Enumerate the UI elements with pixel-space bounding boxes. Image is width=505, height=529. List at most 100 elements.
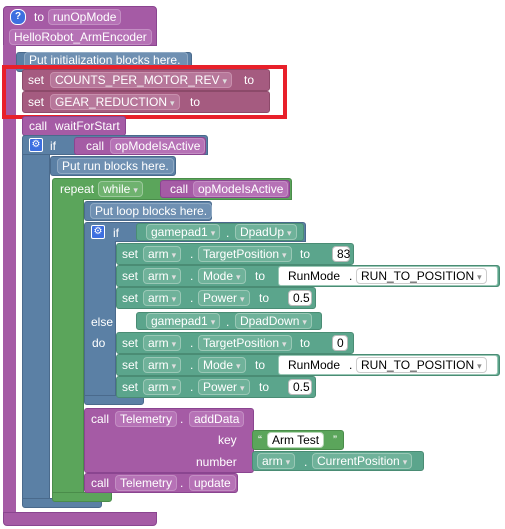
dot-separator: .: [190, 336, 194, 350]
if-dpad-bottom: [84, 395, 144, 405]
target-position-dropdown[interactable]: TargetPosition▾: [198, 335, 292, 351]
to-keyword: to: [259, 291, 270, 305]
set-keyword: set: [122, 247, 139, 261]
to-keyword: to: [259, 380, 270, 394]
telemetry-call-keyword: call: [91, 412, 110, 426]
dpad-up-button[interactable]: DpadUp▾: [235, 224, 297, 240]
dot-separator: .: [226, 315, 230, 329]
quote-open: “: [258, 433, 262, 447]
gear-icon[interactable]: ⚙: [91, 225, 105, 239]
up-power-value[interactable]: 0.5: [288, 290, 312, 306]
dpad-down-gamepad-label: gamepad1: [151, 314, 208, 328]
telemetry-update-object[interactable]: Telemetry: [115, 475, 178, 491]
dot-separator: .: [226, 226, 230, 240]
power-dropdown[interactable]: Power▾: [198, 290, 250, 306]
set-gear-variable-label: GEAR_REDUCTION: [55, 95, 168, 109]
repeat-call-keyword: call: [170, 182, 189, 196]
comment-run-text[interactable]: Put run blocks here.: [57, 158, 174, 174]
procedure-name-field[interactable]: runOpMode: [48, 9, 122, 25]
gear-icon[interactable]: ⚙: [29, 138, 43, 152]
set-keyword: set: [122, 291, 139, 305]
if-active-func[interactable]: opModeIsActive: [110, 138, 206, 154]
target-position-label: TargetPosition: [203, 336, 280, 350]
telemetry-object[interactable]: Telemetry: [115, 411, 178, 427]
dropdown-arrow-icon: ▾: [240, 294, 245, 304]
mode-dropdown[interactable]: Mode▾: [198, 357, 246, 373]
comment-init-text[interactable]: Put initialization blocks here.: [24, 52, 188, 68]
dropdown-arrow-icon: ▾: [171, 361, 177, 371]
arm-dropdown[interactable]: arm▾: [143, 268, 182, 284]
comment-loop-text[interactable]: Put loop blocks here.: [90, 203, 213, 219]
repeat-mode-label: while: [103, 182, 131, 196]
to-keyword: to: [300, 336, 311, 350]
dpad-down-button[interactable]: DpadDown▾: [235, 313, 312, 329]
telemetry-update[interactable]: update: [189, 475, 236, 491]
set-gear-to: to: [190, 95, 201, 109]
arm-dropdown[interactable]: arm▾: [143, 290, 182, 306]
dropdown-arrow-icon: ▾: [171, 272, 177, 282]
run-mode-label: RunMode: [288, 269, 341, 283]
power-dropdown[interactable]: Power▾: [198, 379, 250, 395]
mode-label: Mode: [203, 269, 234, 283]
telemetry-key-label: key: [218, 433, 237, 447]
dot-separator: .: [180, 412, 184, 426]
down-power-value[interactable]: 0.5: [288, 379, 312, 395]
to-keyword: to: [300, 247, 311, 261]
arm-dropdown[interactable]: arm▾: [257, 453, 296, 469]
set-gear-keyword: set: [28, 95, 45, 109]
down-target-value[interactable]: 0: [332, 335, 348, 351]
procedure-to-label: to: [34, 10, 45, 24]
run-to-position-dropdown[interactable]: RUN_TO_POSITION▾: [356, 357, 487, 373]
elseif-do: do: [92, 336, 106, 350]
dropdown-arrow-icon: ▾: [477, 361, 482, 371]
set-gear-variable[interactable]: GEAR_REDUCTION▾: [50, 94, 180, 110]
telemetry-add-data[interactable]: addData: [189, 411, 245, 427]
run-mode-label: RunMode: [288, 358, 341, 372]
arm-dropdown[interactable]: arm▾: [143, 379, 182, 395]
mode-dropdown[interactable]: Mode▾: [198, 268, 246, 284]
call-wait-keyword: call: [29, 119, 48, 133]
dot-separator: .: [190, 247, 194, 261]
telemetry-key-value[interactable]: Arm Test: [267, 432, 325, 448]
help-icon[interactable]: ?: [10, 9, 26, 25]
dropdown-arrow-icon: ▾: [170, 98, 175, 108]
repeat-func[interactable]: opModeIsActive: [193, 181, 289, 197]
set-counts-variable-label: COUNTS_PER_MOTOR_REV: [55, 73, 220, 87]
up-target-value[interactable]: 83: [332, 246, 350, 262]
dot-separator: .: [349, 358, 353, 372]
dropdown-arrow-icon: ▾: [236, 361, 241, 371]
telemetry-add-data-body: [84, 427, 254, 473]
arm-dropdown[interactable]: arm▾: [143, 335, 182, 351]
repeat-mode-dropdown[interactable]: while▾: [98, 181, 143, 197]
arm-label: arm: [148, 247, 169, 261]
if-active-spine: [22, 155, 50, 501]
dpad-down-gamepad[interactable]: gamepad1▾: [146, 313, 221, 329]
arm-dropdown[interactable]: arm▾: [143, 357, 182, 373]
dropdown-arrow-icon: ▾: [285, 457, 291, 467]
dropdown-arrow-icon: ▾: [240, 383, 245, 393]
current-position-label: CurrentPosition: [317, 454, 400, 468]
dpad-up-gamepad-label: gamepad1: [151, 225, 208, 239]
dot-separator: .: [190, 269, 194, 283]
to-keyword: to: [255, 269, 266, 283]
if-dpad-spine: [84, 241, 116, 400]
current-position-dropdown[interactable]: CurrentPosition▾: [312, 453, 413, 469]
set-keyword: set: [122, 380, 139, 394]
arm-label: arm: [148, 380, 169, 394]
highlight-box: [2, 65, 287, 119]
procedure-class-field[interactable]: HelloRobot_ArmEncoder: [9, 29, 152, 45]
repeat-bottom: [52, 492, 112, 502]
dropdown-arrow-icon: ▾: [133, 185, 138, 195]
arm-dropdown[interactable]: arm▾: [143, 246, 182, 262]
dpad-up-gamepad[interactable]: gamepad1▾: [146, 224, 221, 240]
elseif-keyword: else if: [91, 315, 123, 329]
power-label: Power: [203, 380, 238, 394]
target-position-dropdown[interactable]: TargetPosition▾: [198, 246, 292, 262]
repeat-spine: [52, 199, 84, 499]
dropdown-arrow-icon: ▾: [282, 339, 287, 349]
arm-label: arm: [148, 336, 169, 350]
dot-separator: .: [180, 476, 184, 490]
run-to-position-dropdown[interactable]: RUN_TO_POSITION▾: [356, 268, 487, 284]
set-counts-variable[interactable]: COUNTS_PER_MOTOR_REV▾: [50, 72, 233, 88]
dot-separator: .: [190, 358, 194, 372]
